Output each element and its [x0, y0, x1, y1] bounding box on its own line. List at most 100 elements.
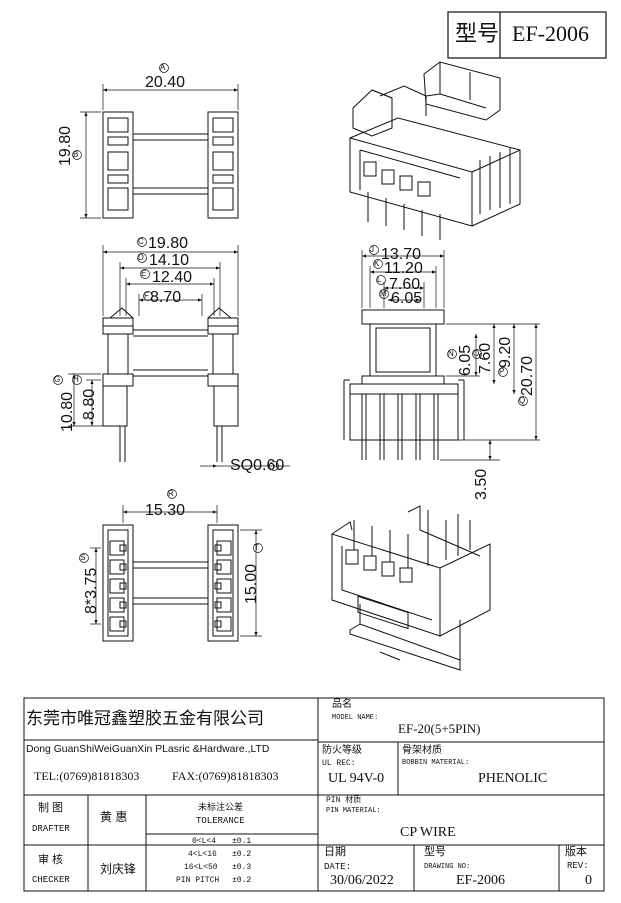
bottom-flange-left [102, 524, 134, 642]
bobbin-flange-right [207, 111, 239, 219]
dim-d-value: 14.10 [149, 252, 190, 269]
circle-label-g: G [54, 375, 61, 384]
front-flange-left [102, 307, 134, 427]
tolerance-value-3: ±0.3 [232, 863, 252, 872]
bobbin-core-top [133, 133, 208, 195]
dim-h [72, 375, 101, 426]
dim-b [72, 111, 101, 219]
date-label-cn: 日期 [324, 846, 346, 858]
tolerance-range-2: 4<L<16 [188, 850, 217, 859]
circle-label-e: E [141, 269, 147, 278]
dim-a [102, 63, 239, 110]
drafter-label-en: DRAFTER [32, 824, 70, 834]
checker-label-en: CHECKER [32, 875, 70, 885]
view-iso-bottom [331, 505, 491, 671]
dim-e [125, 269, 215, 316]
bottom-core [133, 561, 208, 605]
date-value: 30/06/2022 [330, 873, 394, 888]
model-label-en: MODEL NAME: [332, 714, 379, 722]
tolerance-label-cn: 未标注公差 [198, 802, 244, 812]
front-pins [119, 426, 223, 462]
dim-o-value: 7.60 [477, 342, 494, 374]
dim-s [79, 547, 101, 625]
title-block-grid [23, 697, 605, 892]
circle-label-f: F [144, 291, 149, 300]
circle-label-t: T [254, 543, 259, 552]
dim-pin-length-value: 3.50 [473, 468, 490, 500]
type-label: 型号 [455, 21, 500, 46]
dim-j-value: 13.70 [381, 246, 422, 263]
company-fax: FAX:(0769)81818303 [172, 769, 279, 783]
dim-d [119, 253, 221, 316]
view-front [53, 237, 290, 471]
model-label-cn: 品名 [332, 699, 352, 710]
circle-label-n: N [448, 349, 454, 358]
dim-f [138, 291, 203, 316]
checker-label-cn: 审 核 [38, 854, 64, 866]
type-value: EF-2006 [512, 21, 589, 46]
circle-label-s: S [80, 553, 86, 562]
checker-name: 刘庆锋 [100, 862, 137, 876]
drafter-label-cn: 制 图 [38, 802, 64, 814]
view-side [343, 245, 540, 461]
front-flange-right [207, 307, 239, 427]
dim-p-value: 9.20 [497, 336, 514, 368]
date-label-en: DATE: [324, 862, 352, 872]
circle-label-c: C [138, 237, 144, 246]
circle-label-a: A [160, 63, 166, 72]
bobbin-label-cn: 骨架材质 [402, 745, 442, 756]
pin-label-en: PIN MATERIAL: [326, 807, 381, 815]
rev-label-en: REV: [567, 861, 589, 871]
circle-label-o: O [473, 349, 480, 358]
company-tel: TEL:(0769)81818303 [34, 769, 140, 783]
company-name-cn: 东莞市唯冠鑫塑胶五金有限公司 [26, 709, 264, 728]
bobbin-value: PHENOLIC [478, 771, 548, 786]
dim-r-value: 15.30 [145, 502, 186, 519]
rev-value: 0 [585, 873, 592, 888]
tolerance-value-2: ±0.2 [232, 850, 252, 859]
dim-n-value: 6.05 [457, 344, 474, 376]
model-value: EF-20(5+5PIN) [398, 721, 481, 736]
type-box [447, 11, 607, 59]
dim-l-value: 7.60 [389, 276, 421, 293]
bottom-flange-right [207, 524, 239, 642]
tolerance-range-1: 0<L<4 [192, 837, 217, 846]
circle-label-r: R [168, 489, 174, 498]
dim-e-value: 12.40 [152, 269, 193, 286]
dim-sq [200, 461, 290, 471]
drawing-label-en: DRAWING NO: [424, 863, 471, 871]
circle-label-k: K [374, 259, 380, 268]
circle-label-b: B [73, 150, 79, 159]
tolerance-range-3: 16<L<50 [184, 863, 218, 872]
dim-c [102, 237, 239, 316]
view-iso-top [349, 61, 521, 240]
dim-s-value: 8*3.75 [83, 567, 100, 614]
circle-label-j: J [370, 245, 374, 254]
dim-f-value: 8.70 [150, 289, 182, 306]
company-name-en: Dong GuanShiWeiGuanXin PLasric &Hardware… [26, 744, 270, 755]
ul-label-en: UL REC: [322, 759, 356, 768]
ul-label-cn: 防火等级 [322, 745, 362, 756]
dim-t [240, 529, 263, 637]
dim-k-value: 11.20 [384, 260, 423, 277]
pin-value: CP WIRE [400, 825, 456, 840]
tolerance-label-en: TOLERANCE [196, 816, 245, 826]
dim-g [53, 373, 117, 427]
dim-q-value: 20.70 [519, 355, 536, 396]
dim-sq-value: SQ0.60 [230, 457, 285, 474]
dim-c-value: 19.80 [148, 235, 189, 252]
circle-label-q: Q [519, 396, 526, 405]
dim-r [122, 489, 218, 523]
bobbin-label-en: BOBBIN MATERIAL: [402, 759, 470, 767]
circle-label-l: L [377, 275, 382, 284]
circle-label-d: D [138, 253, 144, 262]
dim-h-value: 8.80 [81, 388, 98, 420]
front-core [133, 329, 208, 377]
tolerance-range-4: PIN PITCH [176, 876, 220, 885]
drawing-value: EF-2006 [456, 873, 505, 888]
dim-a-value: 20.40 [145, 74, 186, 91]
circle-label-h: H [73, 375, 79, 384]
tolerance-value-4: ±0.2 [232, 876, 252, 885]
drafter-name: 黄 惠 [100, 810, 128, 824]
